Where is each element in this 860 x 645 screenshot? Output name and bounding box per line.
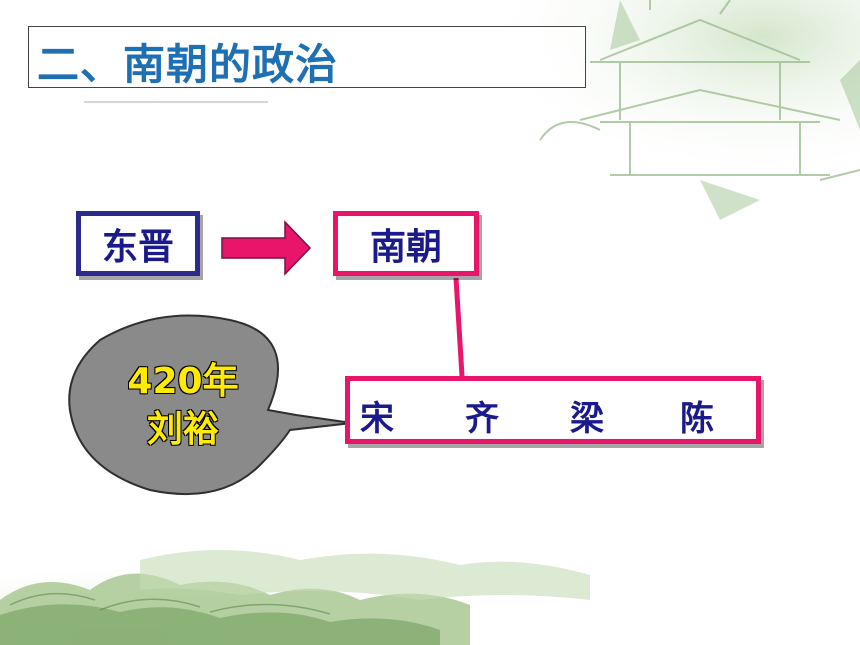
dynasty-song: 宋 xyxy=(360,399,394,439)
dynasties-box: 宋 齐 梁 陈 xyxy=(345,376,761,444)
dongjin-box: 东晋 xyxy=(76,211,200,276)
nanchao-box: 南朝 xyxy=(333,211,479,276)
title-divider xyxy=(84,101,268,103)
slide-title: 二、南朝的政治 xyxy=(37,40,339,89)
dynasty-qi: 齐 xyxy=(465,399,499,439)
callout-year: 420年 xyxy=(127,361,239,402)
dynasty-liang: 梁 xyxy=(570,399,604,439)
dynasty-chen: 陈 xyxy=(680,399,714,439)
callout-founder: 刘裕 xyxy=(146,409,219,450)
slide-title-box: 二、南朝的政治 xyxy=(28,26,586,89)
mountain-illustration xyxy=(0,520,600,645)
callout-text: 420年 刘裕 xyxy=(108,358,258,454)
